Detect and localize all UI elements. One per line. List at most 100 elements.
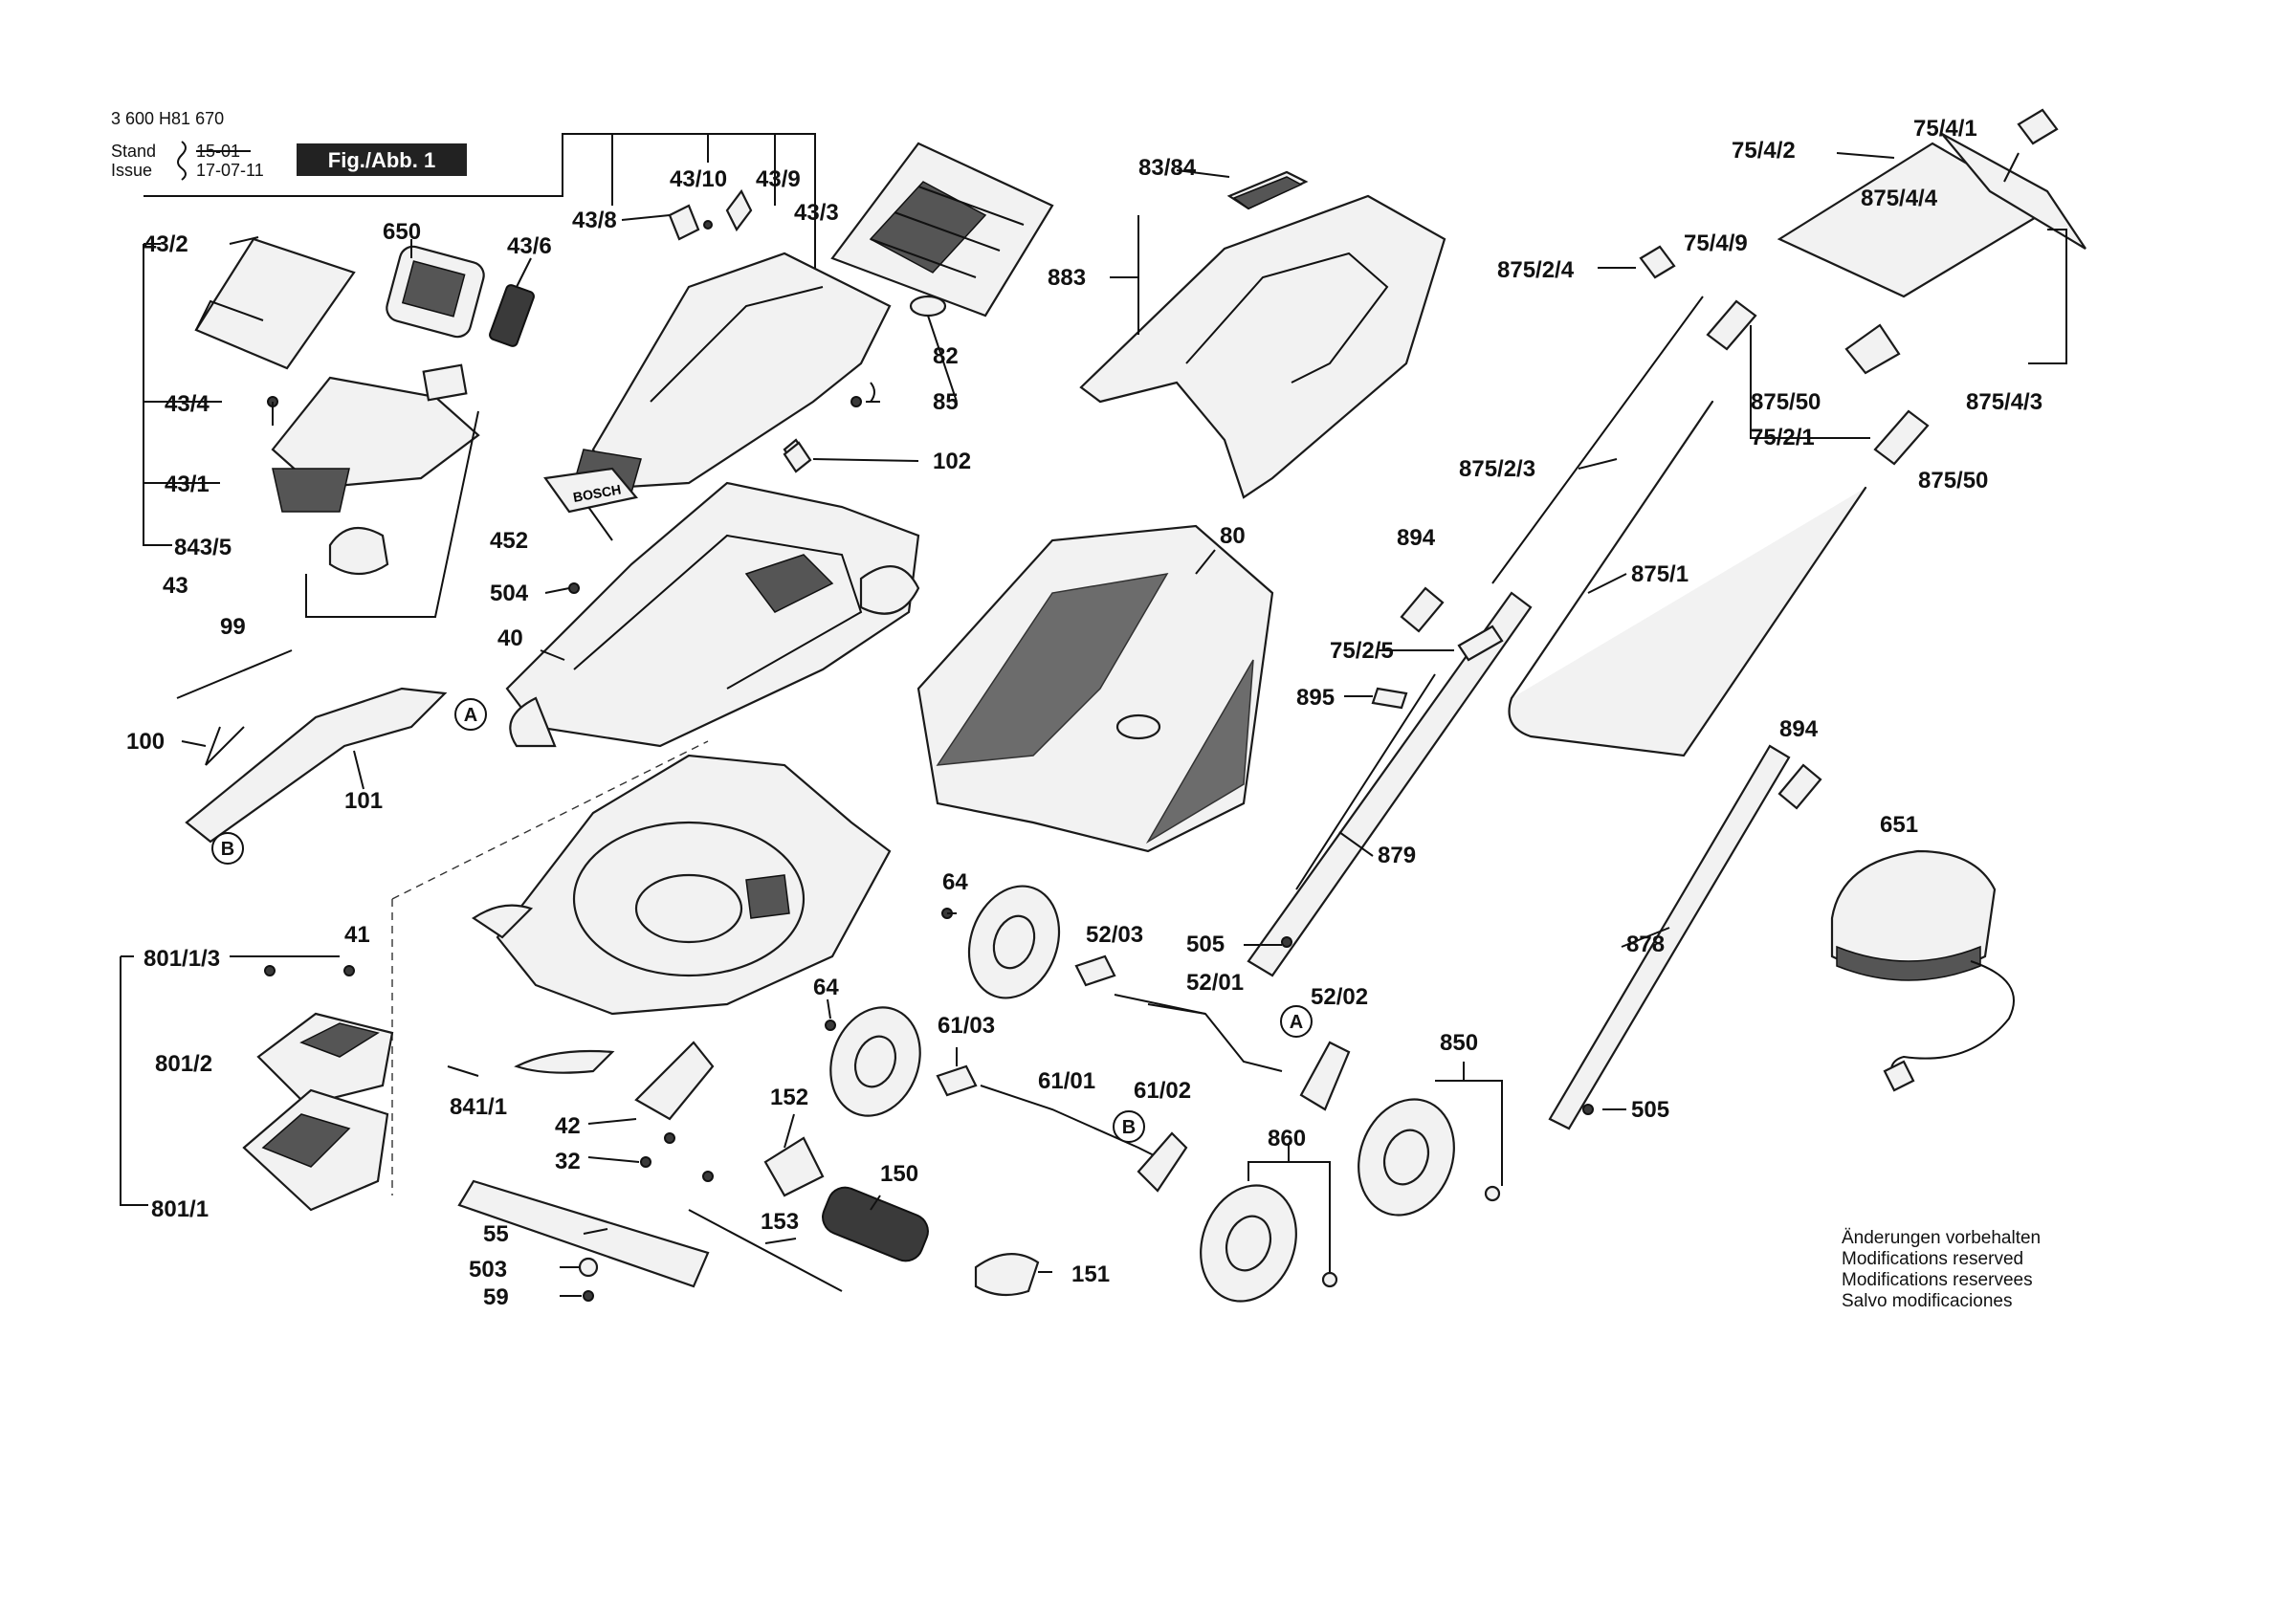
- label-875-50-upper: 875/50: [1751, 389, 1821, 415]
- issue-value: 17-07-11: [196, 161, 264, 180]
- label-82: 82: [933, 343, 959, 369]
- label-43-2: 43/2: [144, 231, 188, 257]
- label-43-10: 43/10: [670, 166, 727, 192]
- roller-group: [688, 1136, 1040, 1297]
- note-french: Modifications reservees: [1842, 1270, 2033, 1290]
- clip-75-2-1: [1844, 323, 1901, 375]
- lower-handle-879: [1247, 591, 1533, 977]
- wheels: [825, 885, 1503, 1303]
- label-650: 650: [383, 219, 421, 245]
- label-41: 41: [344, 922, 370, 948]
- battery-lid: [830, 142, 1054, 318]
- label-85: 85: [933, 389, 959, 415]
- handle-grip-875-4-4: [1777, 142, 2050, 298]
- label-801-1: 801/1: [151, 1196, 209, 1222]
- label-99: 99: [220, 614, 246, 640]
- label-875-1: 875/1: [1631, 561, 1689, 587]
- grass-box-top: [1079, 170, 1446, 499]
- label-75-4-2: 75/4/2: [1732, 138, 1796, 164]
- label-43-9: 43/9: [756, 166, 801, 192]
- cable-879-part: [1295, 673, 1436, 890]
- leader-lines: [181, 152, 2020, 1297]
- label-150: 150: [880, 1161, 918, 1187]
- label-75-4-1: 75/4/1: [1913, 116, 1977, 142]
- label-875-2-4: 875/2/4: [1497, 257, 1575, 283]
- label-878: 878: [1626, 932, 1665, 957]
- knob-894b: [1777, 763, 1822, 810]
- label-43-8: 43/8: [572, 208, 617, 233]
- note-english: Modifications reserved: [1842, 1249, 2023, 1269]
- label-841-1: 841/1: [450, 1094, 507, 1120]
- label-43: 43: [163, 573, 188, 599]
- cable-875-2-3-part: [1491, 296, 1704, 584]
- label-505-lower: 505: [1631, 1097, 1669, 1123]
- ref-marker-a-1-text: A: [464, 705, 477, 726]
- rear-flap-group: [176, 649, 448, 844]
- label-43-6: 43/6: [507, 233, 552, 259]
- label-75-2-5: 75/2/5: [1330, 638, 1394, 664]
- label-875-2-3: 875/2/3: [1459, 456, 1535, 482]
- label-42: 42: [555, 1113, 581, 1139]
- doc-number: 3 600 H81 670: [111, 109, 224, 128]
- label-101: 101: [344, 788, 383, 814]
- bracket-152-part: [763, 1136, 825, 1197]
- ref-marker-b-1-text: B: [221, 839, 234, 860]
- knob-894a: [1400, 586, 1445, 633]
- label-801-2: 801/2: [155, 1051, 212, 1077]
- label-875-4-4: 875/4/4: [1861, 186, 1938, 211]
- lever-52-02-part: [1299, 1041, 1351, 1111]
- label-883: 883: [1048, 265, 1086, 291]
- label-80: 80: [1220, 523, 1246, 549]
- motor-group: [120, 955, 394, 1212]
- rod-52-01-part: [1114, 994, 1283, 1072]
- label-452: 452: [490, 528, 528, 554]
- label-52-01: 52/01: [1186, 970, 1244, 996]
- bushing-52-03-part: [1074, 954, 1116, 987]
- grip-cover-75-4-2: [1941, 133, 2086, 250]
- label-64-lower: 64: [813, 975, 839, 1000]
- end-cap-151-part: [974, 1253, 1040, 1297]
- label-875-4-3: 875/4/3: [1966, 389, 2042, 415]
- issue-label: Issue: [111, 161, 152, 180]
- ref-marker-a-2-text: A: [1290, 1012, 1303, 1033]
- lower-handle-878: [1548, 744, 1791, 1130]
- spring-99-part: [176, 649, 293, 699]
- note-spanish: Salvo modificaciones: [1842, 1291, 2012, 1311]
- ref-marker-b-2: [1113, 1110, 1145, 1143]
- clip-part: [328, 526, 389, 575]
- flap-lever-101-part: [185, 687, 448, 844]
- label-43-1: 43/1: [165, 472, 210, 497]
- ref-marker-b-1: [211, 832, 244, 865]
- handle-group: [1247, 108, 2086, 1130]
- comb-part: [514, 1049, 615, 1074]
- frame-part: [505, 481, 920, 748]
- clip-875-2-4: [1639, 245, 1676, 279]
- bushing-61-03-part: [936, 1064, 978, 1097]
- note-german: Änderungen vorbehalten: [1842, 1228, 2041, 1248]
- grassbox-lid-part: [1079, 194, 1446, 499]
- label-100: 100: [126, 729, 165, 755]
- label-55: 55: [483, 1221, 509, 1247]
- label-61-03: 61/03: [938, 1013, 995, 1039]
- pin-895: [1371, 687, 1408, 710]
- label-75-4-9: 75/4/9: [1684, 230, 1748, 256]
- sleeve-875-50b: [1873, 409, 1930, 466]
- label-40: 40: [497, 625, 523, 651]
- switch-box-group: [143, 133, 816, 618]
- mower-deck: [391, 740, 892, 1195]
- label-153: 153: [761, 1209, 799, 1235]
- label-59: 59: [483, 1284, 509, 1310]
- brace-icon: [177, 141, 187, 181]
- housing-shell-part: [591, 252, 892, 490]
- lever-61-02-part: [1137, 1131, 1188, 1193]
- label-102: 102: [933, 449, 971, 474]
- label-61-02: 61/02: [1134, 1078, 1191, 1104]
- ref-marker-b-2-text: B: [1122, 1117, 1136, 1138]
- label-43-4: 43/4: [165, 391, 210, 417]
- label-505-upper: 505: [1186, 932, 1225, 957]
- guard-part: [634, 1041, 715, 1121]
- label-32: 32: [555, 1149, 581, 1174]
- document-header: 3 600 H81 670 Stand 15-01 Issue 17-07-11…: [111, 109, 467, 181]
- label-52-03: 52/03: [1086, 922, 1143, 948]
